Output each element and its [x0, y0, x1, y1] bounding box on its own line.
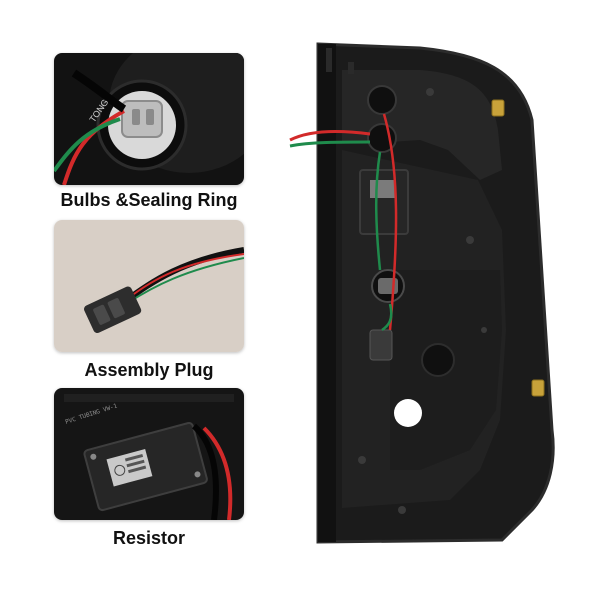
resistor-photo: PVC TUBING VW-1	[54, 388, 244, 520]
assembly-plug-caption: Assembly Plug	[84, 360, 214, 380]
bulbs-sealing-ring-image: TONG	[54, 53, 244, 185]
assembly-plug-photo	[54, 220, 244, 352]
tail-light-housing-photo	[270, 30, 590, 590]
tail-light-housing-image	[289, 42, 555, 544]
bulbs-sealing-ring-caption: Bulbs &Sealing Ring	[60, 190, 238, 210]
assembly-plug-image	[54, 220, 244, 352]
resistor-image: PVC TUBING VW-1	[54, 388, 244, 520]
bulbs-sealing-ring-photo: TONG	[54, 53, 244, 185]
resistor-caption: Resistor	[112, 528, 186, 548]
